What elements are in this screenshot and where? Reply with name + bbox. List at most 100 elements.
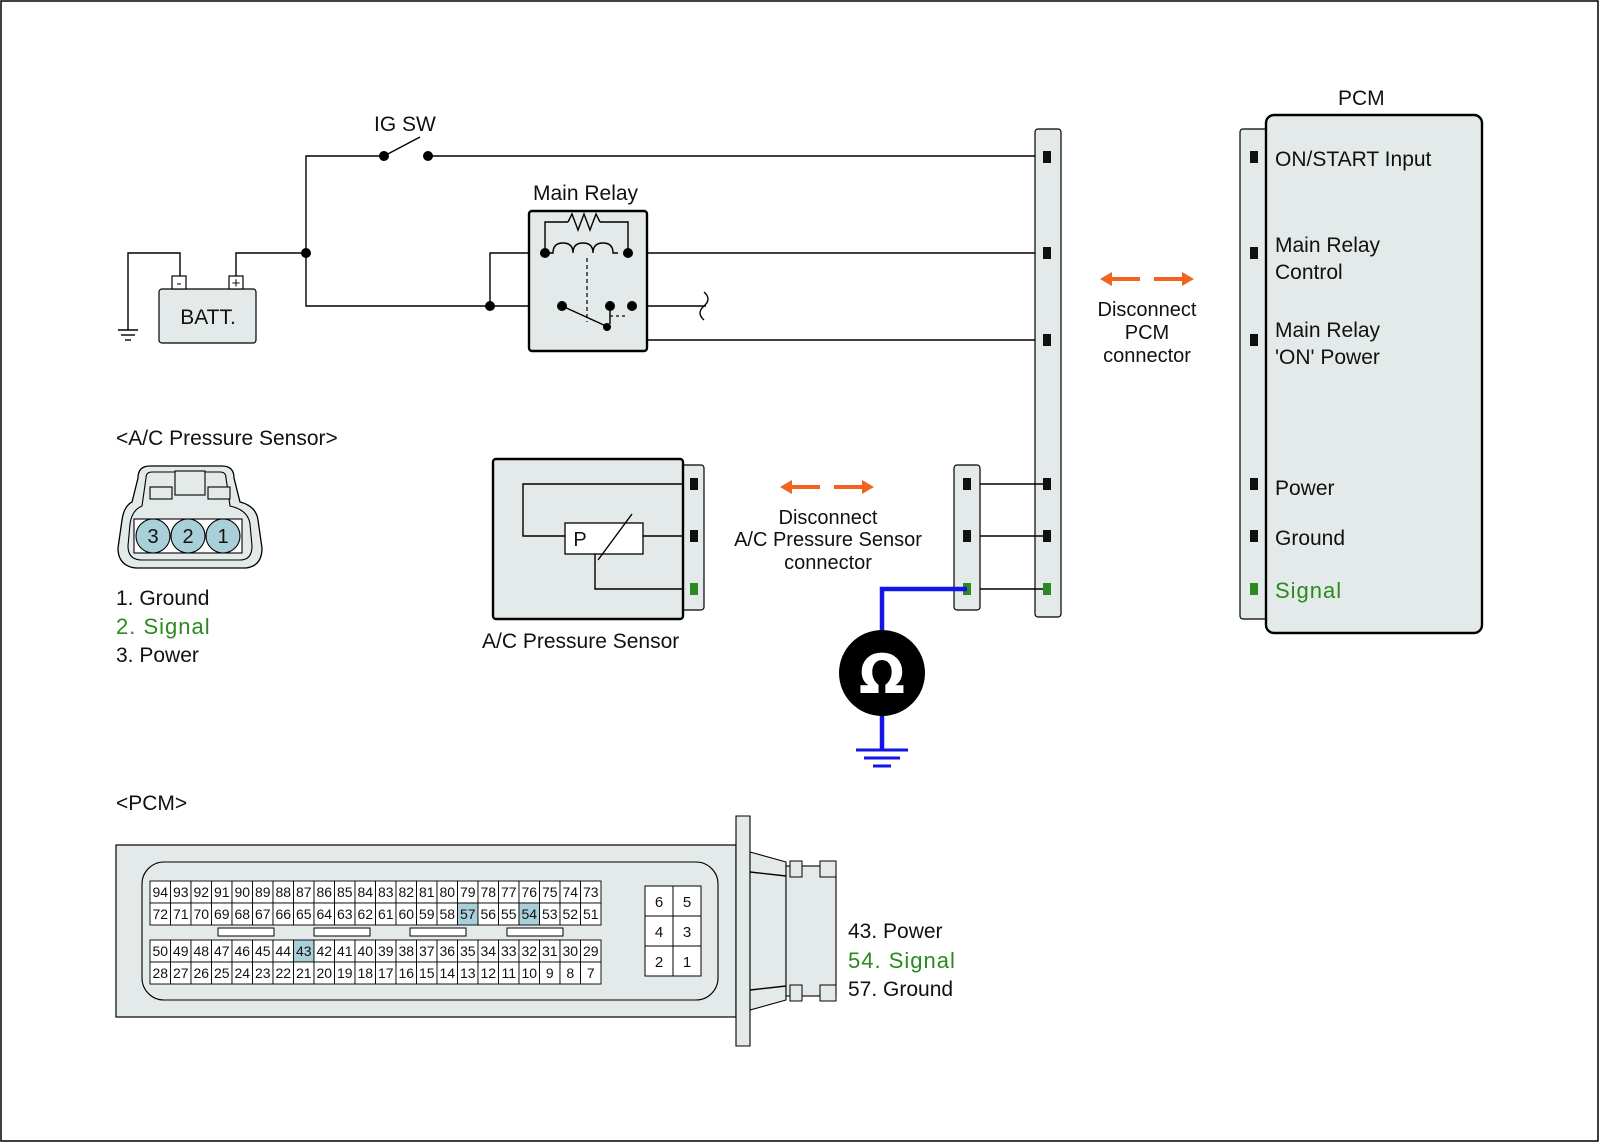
ig-switch-label: IG SW xyxy=(374,113,436,136)
pcm-pin-number: 59 xyxy=(419,906,435,922)
pcm-pin-number: 15 xyxy=(419,965,435,981)
pcm-pin-number: 26 xyxy=(193,965,209,981)
sensor-pin-list-power: 3. Power xyxy=(116,644,199,667)
pcm-harness-connector xyxy=(1034,128,1062,618)
pcm-pin-number: 74 xyxy=(562,884,578,900)
pcm-small-pin-number: 3 xyxy=(683,924,691,941)
pcm-pin-number: 16 xyxy=(398,965,414,981)
pcm-pin-number: 48 xyxy=(193,943,209,959)
sensor-pin-list-ground: 1. Ground xyxy=(116,587,209,610)
pcm-small-pin-number: 2 xyxy=(655,954,663,971)
pcm-pin-number: 34 xyxy=(480,943,496,959)
right-arrow-icon xyxy=(1154,272,1194,286)
pcm-pin-main-relay-on-1: Main Relay xyxy=(1275,319,1381,342)
disconnect-pcm-line2: PCM xyxy=(1125,322,1169,344)
pcm-pin-list-power: 43. Power xyxy=(848,920,943,943)
battery: - + BATT. xyxy=(158,275,257,344)
pcm-small-pin-number: 6 xyxy=(655,894,663,911)
pcm-pin-number: 65 xyxy=(296,906,312,922)
pcm-pin-number: 76 xyxy=(521,884,537,900)
pcm-pin-number: 68 xyxy=(234,906,250,922)
battery-negative-sign: - xyxy=(177,275,182,292)
ig-switch-contact-right xyxy=(423,151,433,161)
pcm-small-pin-number: 1 xyxy=(683,954,691,971)
junction-relay-feed xyxy=(485,301,495,311)
pcm-pin-number: 87 xyxy=(296,884,312,900)
pcm-pin-number: 45 xyxy=(255,943,271,959)
right-arrow-icon xyxy=(834,480,874,494)
pcm-pin-number: 93 xyxy=(173,884,189,900)
disconnect-sensor-line3: connector xyxy=(784,552,872,574)
pcm-pin-number: 56 xyxy=(480,906,496,922)
pcm-pin-number: 70 xyxy=(193,906,209,922)
pcm-section-title: <PCM> xyxy=(116,792,187,815)
pcm-pin-signal: Signal xyxy=(1275,578,1342,603)
main-relay: Main Relay xyxy=(527,182,649,353)
pcm-pin-number: 92 xyxy=(193,884,209,900)
sensor-section-title: <A/C Pressure Sensor> xyxy=(116,427,338,450)
pcm-pin-number: 18 xyxy=(357,965,373,981)
pcm-pin-number: 72 xyxy=(152,906,168,922)
pcm-pin-number: 14 xyxy=(439,965,455,981)
disconnect-pcm-callout: Disconnect PCM connector xyxy=(1098,272,1197,367)
pcm-pin-number: 13 xyxy=(460,965,476,981)
pcm-pin-number: 46 xyxy=(234,943,250,959)
pcm-title: PCM xyxy=(1338,87,1385,110)
pcm-pin-number: 82 xyxy=(398,884,414,900)
pcm-pin-number: 60 xyxy=(398,906,414,922)
pcm-pin-number: 73 xyxy=(583,884,599,900)
pcm-pin-power: Power xyxy=(1275,477,1335,500)
pcm-pin-number: 58 xyxy=(439,906,455,922)
pcm-pin-number: 43 xyxy=(296,943,312,959)
pcm-pin-number: 88 xyxy=(275,884,291,900)
pcm-pin-number: 91 xyxy=(214,884,230,900)
pcm-pin-cell xyxy=(580,961,602,985)
pcm-pin-number: 41 xyxy=(337,943,353,959)
pcm-pin-number: 28 xyxy=(152,965,168,981)
pcm-pin-number: 64 xyxy=(316,906,332,922)
pcm-pin-number: 9 xyxy=(546,965,554,981)
pcm-pin-number: 52 xyxy=(562,906,578,922)
pcm-pin-main-relay-on-2: 'ON' Power xyxy=(1275,346,1380,369)
pcm-pin-main-relay-control-2: Control xyxy=(1275,261,1343,284)
pcm-pin-number: 42 xyxy=(316,943,332,959)
sensor-pin-2: 2 xyxy=(182,526,193,548)
pcm-harness-terminals xyxy=(1043,151,1051,595)
pcm-pin-number: 44 xyxy=(275,943,291,959)
pcm-pin-number: 57 xyxy=(460,906,476,922)
pcm-pin-number: 21 xyxy=(296,965,312,981)
pcm-pin-number: 79 xyxy=(460,884,476,900)
pcm-pin-number: 86 xyxy=(316,884,332,900)
pcm-pin-number: 51 xyxy=(583,906,599,922)
disconnect-sensor-callout: Disconnect A/C Pressure Sensor connector xyxy=(734,480,922,574)
pcm-pin-number: 17 xyxy=(378,965,394,981)
pcm-pin-number: 35 xyxy=(460,943,476,959)
pcm-pin-number: 40 xyxy=(357,943,373,959)
pcm-pin-number: 32 xyxy=(521,943,537,959)
sensor-p-symbol: P xyxy=(573,529,586,551)
sensor-pin-list-signal: 2. Signal xyxy=(116,614,211,639)
pcm-pin-number: 94 xyxy=(152,884,168,900)
pcm-pin-number: 49 xyxy=(173,943,189,959)
pcm-pin-number: 89 xyxy=(255,884,271,900)
disconnect-sensor-line2: A/C Pressure Sensor xyxy=(734,529,922,551)
disconnect-pcm-line1: Disconnect xyxy=(1098,299,1197,321)
pcm-pin-number: 39 xyxy=(378,943,394,959)
pcm-pin-number: 66 xyxy=(275,906,291,922)
disconnect-sensor-line1: Disconnect xyxy=(779,507,878,529)
pcm-pin-number: 84 xyxy=(357,884,373,900)
pcm-pin-number: 12 xyxy=(480,965,496,981)
pcm-pin-number: 54 xyxy=(521,906,537,922)
pcm-pin-number: 47 xyxy=(214,943,230,959)
ohm-icon: Ω xyxy=(859,643,905,706)
pcm-pin-number: 29 xyxy=(583,943,599,959)
pcm-module: PCM ON/START Input Main Relay Control Ma… xyxy=(1239,87,1484,635)
pcm-pin-number: 33 xyxy=(501,943,517,959)
pcm-pin-number: 63 xyxy=(337,906,353,922)
pcm-pin-number: 85 xyxy=(337,884,353,900)
sensor-pin-3: 3 xyxy=(147,526,158,548)
